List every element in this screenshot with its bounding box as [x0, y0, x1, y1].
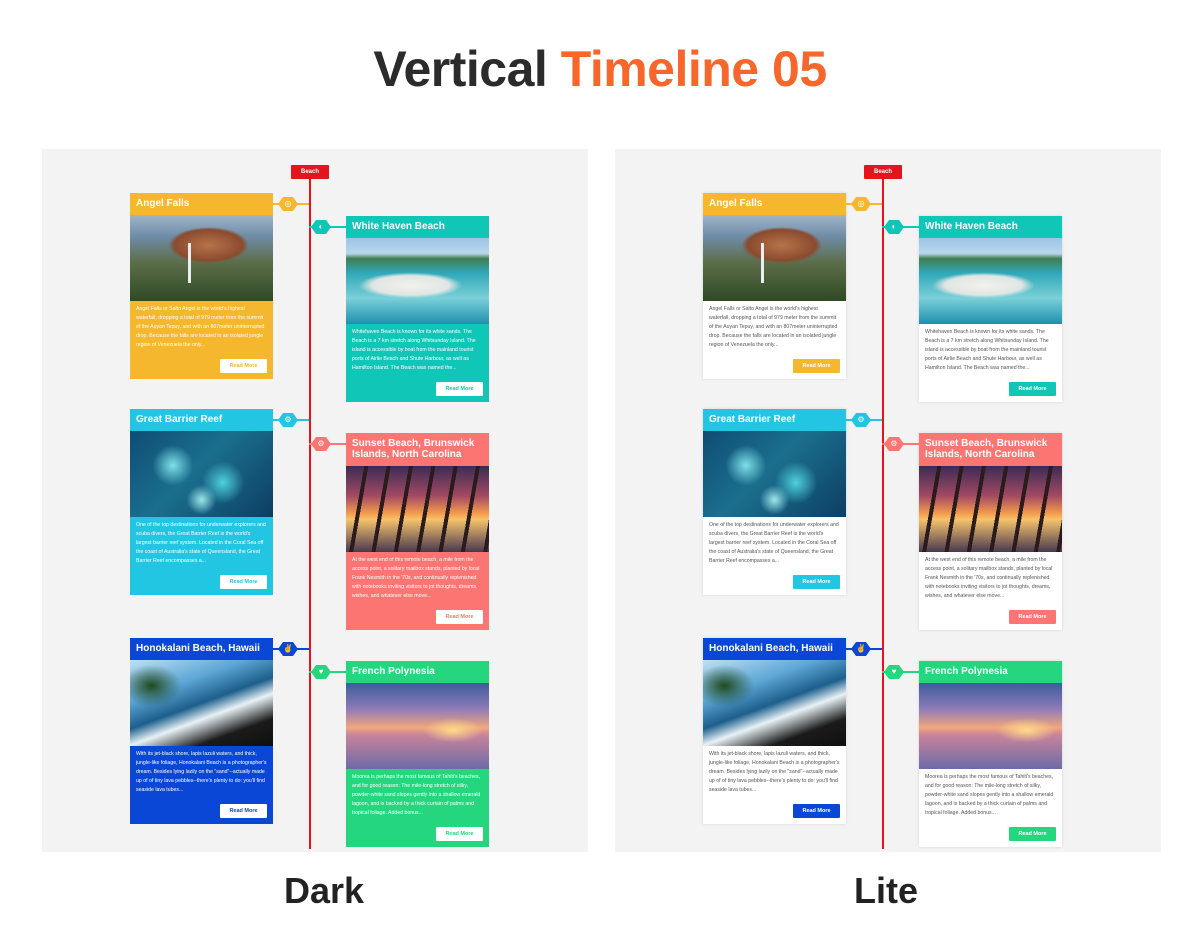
read-more-button[interactable]: Read More: [436, 610, 483, 624]
read-more-button[interactable]: Read More: [793, 575, 840, 589]
card-title: Honokalani Beach, Hawaii: [703, 638, 846, 660]
hawaii-image: [130, 660, 273, 746]
heart-icon: ♥: [884, 665, 904, 679]
beach-image: [346, 238, 489, 324]
card-text: One of the top destinations for underwat…: [709, 522, 839, 564]
read-more-button[interactable]: Read More: [793, 804, 840, 818]
timeline-line: [882, 179, 884, 849]
card-title: Angel Falls: [130, 193, 273, 215]
read-more-button[interactable]: Read More: [436, 827, 483, 841]
contrast-icon: ◐: [311, 220, 331, 234]
card-body: One of the top destinations for underwat…: [703, 517, 846, 595]
gears-icon: ⚙: [311, 437, 331, 451]
polynesia-image: [919, 683, 1062, 769]
card-title: Honokalani Beach, Hawaii: [130, 638, 273, 660]
card-body: One of the top destinations for underwat…: [130, 517, 273, 595]
polynesia-image: [346, 683, 489, 769]
card-title: Great Barrier Reef: [703, 409, 846, 431]
read-more-button[interactable]: Read More: [1009, 827, 1056, 841]
card-title: Angel Falls: [703, 193, 846, 215]
contrast-icon: ◐: [884, 220, 904, 234]
sunset-image: [346, 466, 489, 552]
card-text: Moorea is perhaps the most famous of Tah…: [352, 774, 481, 816]
read-more-button[interactable]: Read More: [220, 359, 267, 373]
card-text: With its jet-black shore, lapis lazuli w…: [709, 751, 840, 793]
card-text: Whitehaven Beach is known for its white …: [352, 329, 476, 371]
sunset-image: [919, 466, 1062, 552]
gears-icon: ⚙: [851, 413, 871, 427]
heart-icon: ♥: [311, 665, 331, 679]
category-tag[interactable]: Beach: [864, 165, 902, 179]
waterfall-image: [130, 215, 273, 301]
hand-icon: ✌: [278, 642, 298, 656]
hand-icon: ✌: [851, 642, 871, 656]
card-body: Angel Falls or Salto Angel is the world'…: [703, 301, 846, 379]
read-more-button[interactable]: Read More: [793, 359, 840, 373]
read-more-button[interactable]: Read More: [1009, 610, 1056, 624]
lite-caption: Lite: [853, 870, 918, 911]
card-body: Whitehaven Beach is known for its white …: [346, 324, 489, 402]
card-text: Whitehaven Beach is known for its white …: [925, 329, 1049, 371]
beach-image: [919, 238, 1062, 324]
card-title: French Polynesia: [346, 661, 489, 683]
card-title: White Haven Beach: [919, 216, 1062, 238]
card-body: Whitehaven Beach is known for its white …: [919, 324, 1062, 402]
timeline-card: Sunset Beach, Brunswick Islands, North C…: [919, 433, 1062, 630]
card-text: At the west end of this remote beach, a …: [925, 557, 1053, 599]
title-part2: Timeline 05: [560, 41, 827, 97]
card-title: Sunset Beach, Brunswick Islands, North C…: [919, 433, 1062, 466]
card-body: Angel Falls or Salto Angel is the world'…: [130, 301, 273, 379]
card-text: Moorea is perhaps the most famous of Tah…: [925, 774, 1054, 816]
target-icon: ◎: [851, 197, 871, 211]
read-more-button[interactable]: Read More: [436, 382, 483, 396]
reef-image: [130, 431, 273, 517]
target-icon: ◎: [278, 197, 298, 211]
card-title: French Polynesia: [919, 661, 1062, 683]
card-body: With its jet-black shore, lapis lazuli w…: [130, 746, 273, 824]
timeline-card: Sunset Beach, Brunswick Islands, North C…: [346, 433, 489, 630]
card-title: White Haven Beach: [346, 216, 489, 238]
card-text: With its jet-black shore, lapis lazuli w…: [136, 751, 267, 793]
read-more-button[interactable]: Read More: [220, 804, 267, 818]
card-title: Sunset Beach, Brunswick Islands, North C…: [346, 433, 489, 466]
category-tag[interactable]: Beach: [291, 165, 329, 179]
timeline-line: [309, 179, 311, 849]
card-body: At the west end of this remote beach, a …: [346, 552, 489, 630]
card-body: With its jet-black shore, lapis lazuli w…: [703, 746, 846, 824]
card-body: Moorea is perhaps the most famous of Tah…: [919, 769, 1062, 847]
gears-icon: ⚙: [278, 413, 298, 427]
card-text: At the west end of this remote beach, a …: [352, 557, 480, 599]
dark-caption: Dark: [283, 870, 365, 911]
hawaii-image: [703, 660, 846, 746]
card-text: Angel Falls or Salto Angel is the world'…: [136, 306, 265, 348]
read-more-button[interactable]: Read More: [220, 575, 267, 589]
card-text: One of the top destinations for underwat…: [136, 522, 266, 564]
card-body: Moorea is perhaps the most famous of Tah…: [346, 769, 489, 847]
page-title: Vertical Timeline 05: [0, 40, 1200, 98]
card-title: Great Barrier Reef: [130, 409, 273, 431]
card-text: Angel Falls or Salto Angel is the world'…: [709, 306, 838, 348]
title-part1: Vertical: [373, 41, 548, 97]
card-body: At the west end of this remote beach, a …: [919, 552, 1062, 630]
gears-icon: ⚙: [884, 437, 904, 451]
waterfall-image: [703, 215, 846, 301]
read-more-button[interactable]: Read More: [1009, 382, 1056, 396]
reef-image: [703, 431, 846, 517]
